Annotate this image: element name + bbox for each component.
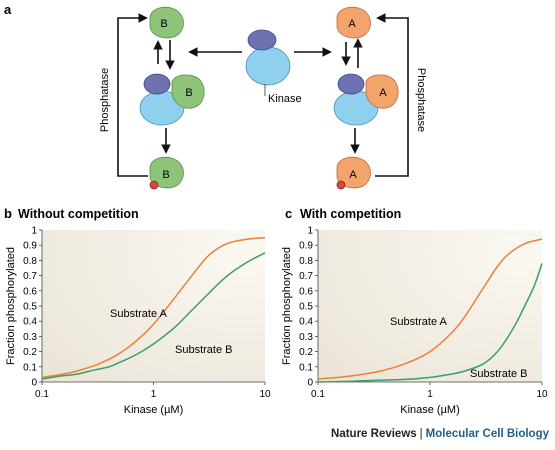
panel-c: c With competition 00.10.20.30.40.50.60.… [281,206,548,416]
y-tick-label: 0.3 [299,332,313,343]
y-tick-label: 0.7 [23,271,37,282]
substrate-a-phosphorylated: A [336,156,371,190]
journal-credit: Nature Reviews|Molecular Cell Biology [331,428,549,440]
credit-separator: | [419,428,423,440]
y-tick-label: 0.2 [299,347,313,358]
plot-area [42,230,265,382]
series-label-0: Substrate A [390,316,448,328]
kinase-enzyme: Kinase [245,29,302,105]
kinase-b-complex: B [139,73,205,126]
phosphate-dot [149,180,159,190]
series-line-0 [317,238,543,380]
x-tick-label: 10 [259,389,271,400]
y-axis-title: Fraction phosphorylated [5,247,17,365]
y-tick-label: 0.3 [23,332,37,343]
y-tick-label: 0.1 [299,362,313,373]
phosphatase-label-left: Phosphatase [99,68,111,132]
x-tick-label: 10 [536,389,548,400]
y-tick-label: 1 [31,226,37,237]
x-axis-title: Kinase (µM) [124,404,184,416]
substrate-a-p-label: A [349,169,357,181]
series-line-0 [41,236,266,379]
x-tick-label: 0.1 [35,389,49,400]
y-tick-label: 0.6 [23,286,37,297]
substrate-b-phosphorylated: B [149,156,184,190]
x-tick-label: 1 [427,389,433,400]
panel-c-title: With competition [300,207,401,221]
y-tick-label: 1 [307,226,313,237]
y-tick-label: 0 [31,378,37,389]
kinase-label: Kinase [268,93,302,105]
x-tick-label: 1 [151,389,157,400]
x-tick-label: 0.1 [311,389,325,400]
panel-b-letter: b [4,206,12,221]
y-tick-label: 0.7 [299,271,313,282]
substrate-b-label: B [160,18,167,30]
substrate-b-free: B [149,6,184,39]
series-line-1 [41,252,266,380]
series-label-1: Substrate B [175,344,232,356]
panel-a: a B B B Kinase A [4,2,427,190]
panel-a-letter: a [4,2,12,17]
kinase-a-complex: A [333,73,399,126]
journal-name: Nature Reviews [331,428,417,440]
panel-c-letter: c [285,206,292,221]
substrate-a-label: A [348,18,356,30]
y-tick-label: 0 [307,378,313,389]
panel-b-title: Without competition [18,207,139,221]
x-axis-title: Kinase (µM) [400,404,460,416]
y-axis-title: Fraction phosphorylated [281,247,293,365]
y-tick-label: 0.9 [23,241,37,252]
y-tick-label: 0.1 [23,362,37,373]
series-label-1: Substrate B [470,368,527,380]
series-line-1 [317,263,543,383]
y-tick-label: 0.6 [299,286,313,297]
y-tick-label: 0.5 [23,302,37,313]
phosphate-dot-a [336,180,346,190]
y-tick-label: 0.8 [23,256,37,267]
y-tick-label: 0.4 [299,317,313,328]
y-tick-label: 0.9 [299,241,313,252]
reaction-arrows [117,13,409,177]
substrate-a-free: A [336,6,371,39]
phosphatase-label-right: Phosphatase [415,68,427,132]
series-label-0: Substrate A [110,308,168,320]
substrate-b-p-label: B [162,169,169,181]
plot-area [318,230,542,382]
y-tick-label: 0.4 [23,317,37,328]
y-tick-label: 0.2 [23,347,37,358]
complex-b-label: B [185,87,192,99]
journal-section: Molecular Cell Biology [425,428,549,440]
y-tick-label: 0.5 [299,302,313,313]
complex-a-label: A [379,87,387,99]
panel-b: b Without competition 00.10.20.30.40.50.… [4,206,271,416]
y-tick-label: 0.8 [299,256,313,267]
